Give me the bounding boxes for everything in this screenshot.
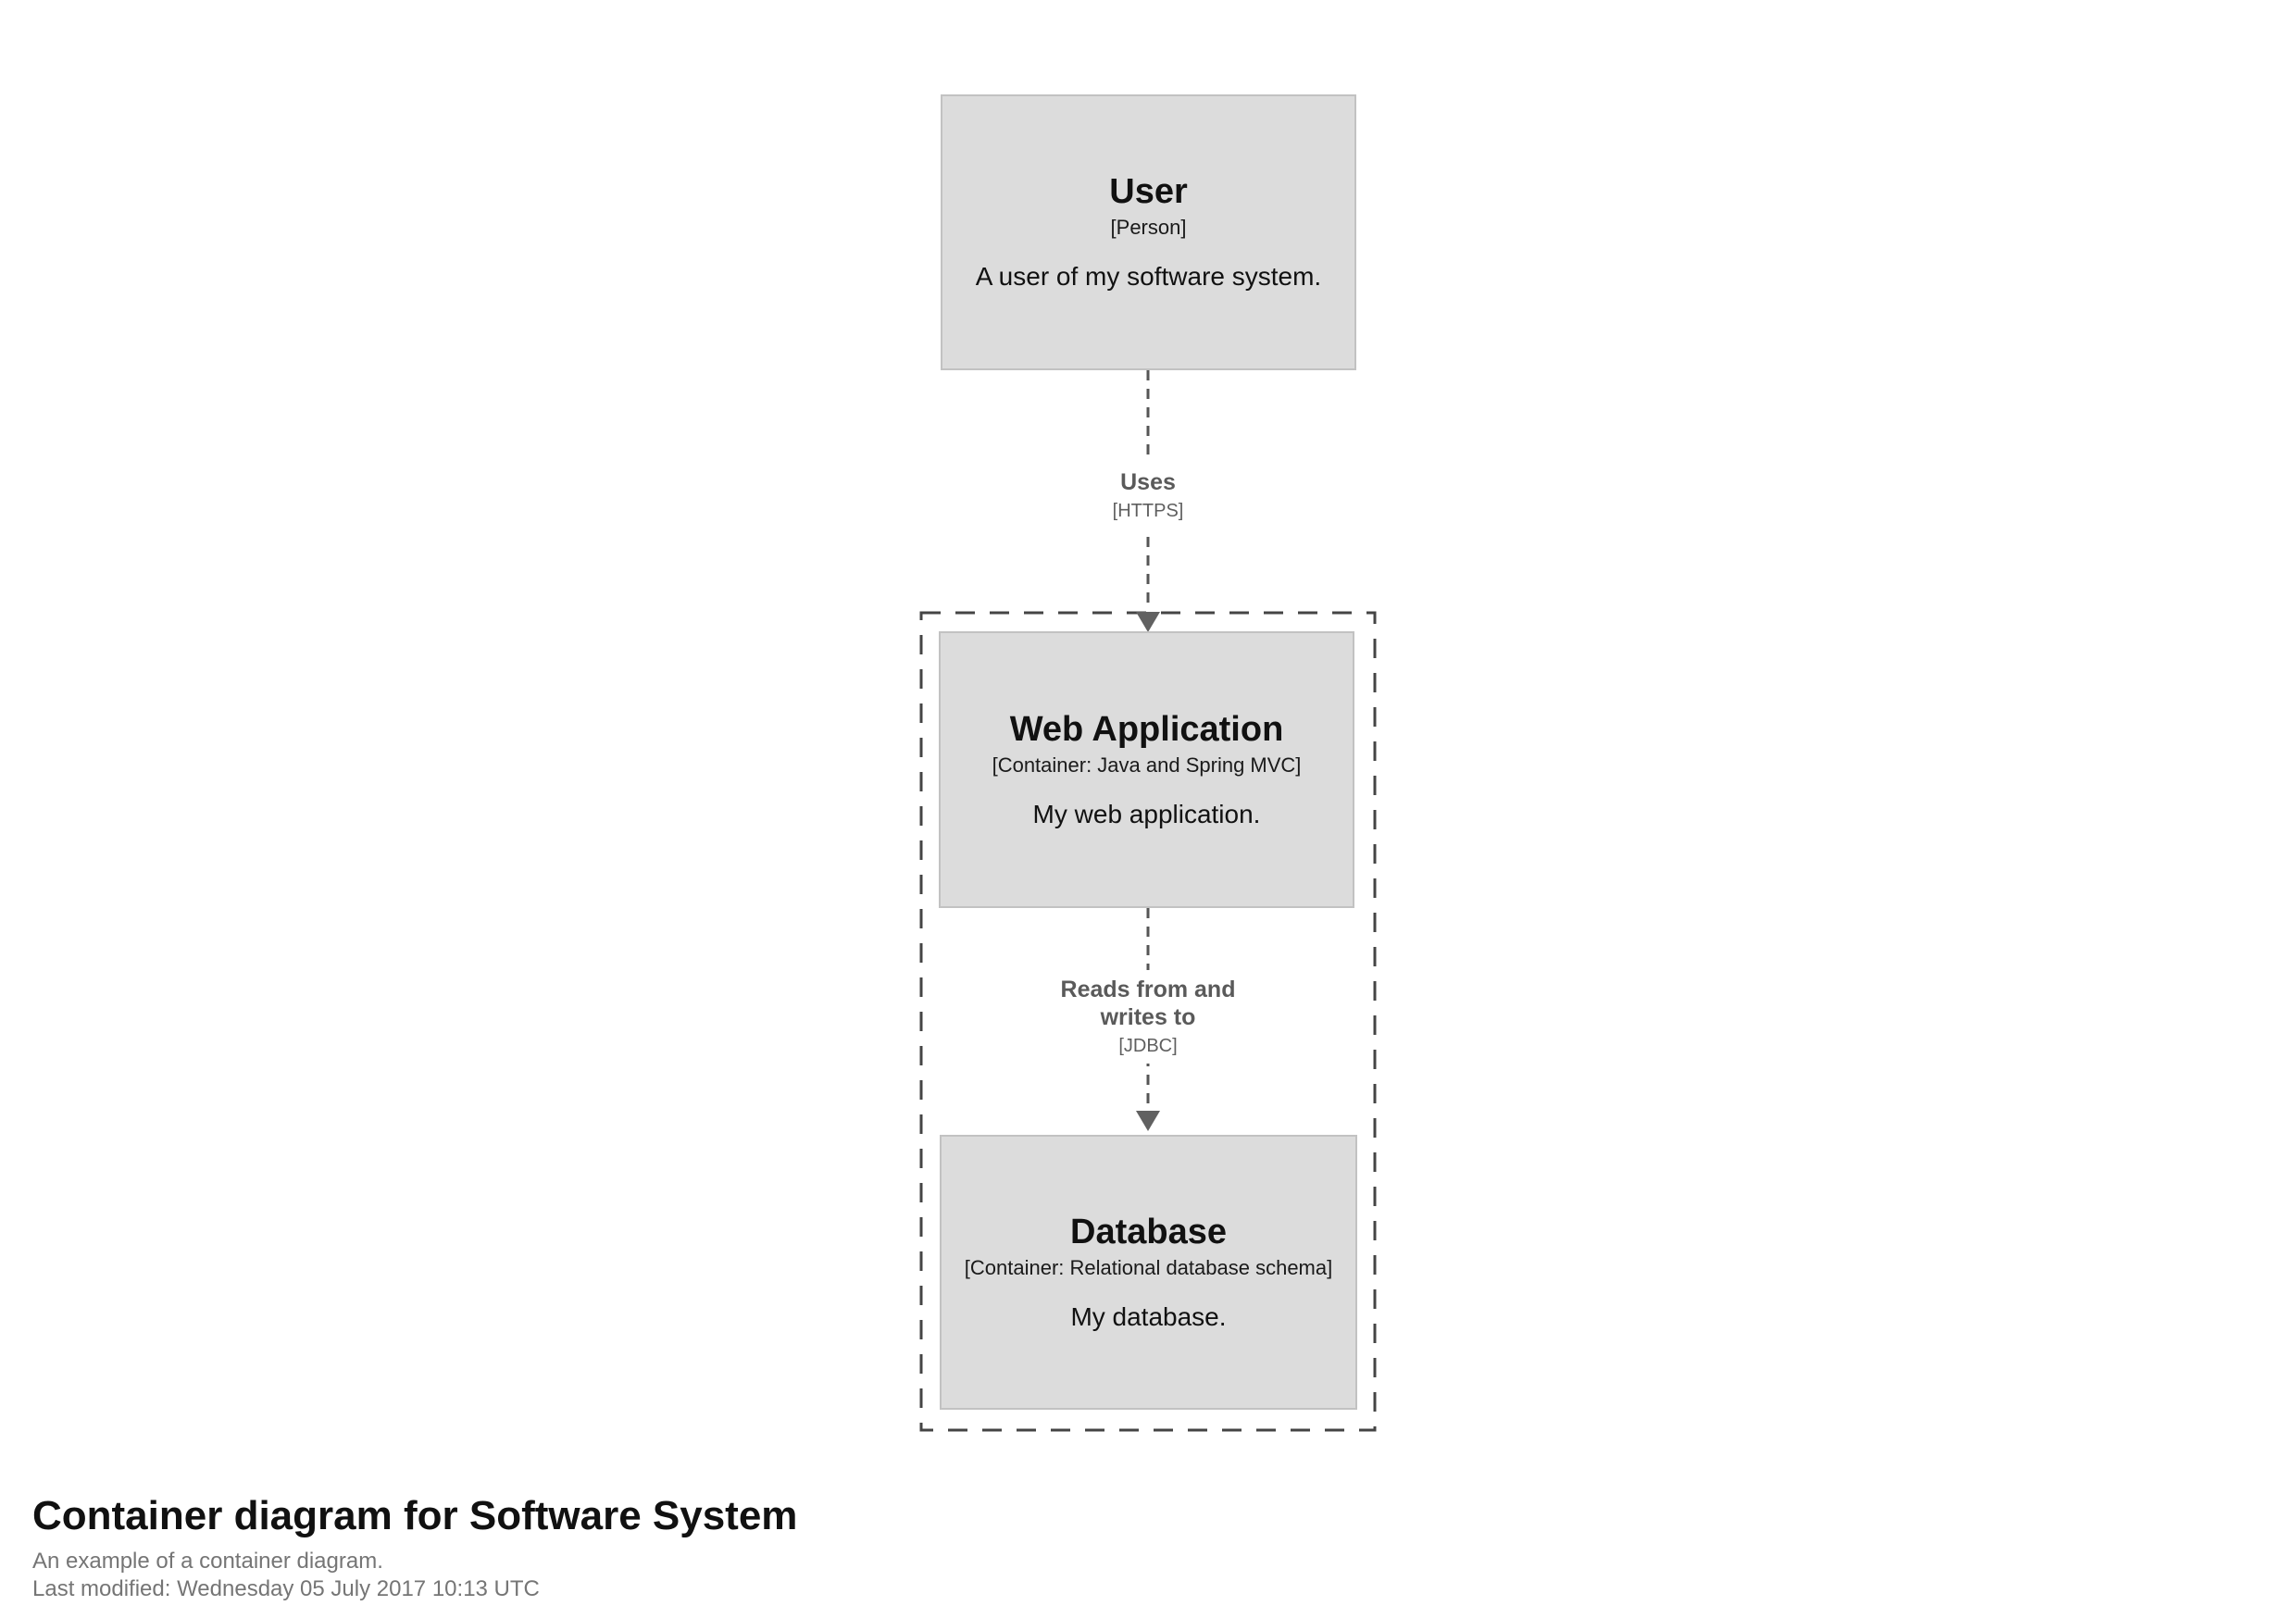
element-description: My database.	[1070, 1301, 1227, 1331]
relationship-label-reads-writes[interactable]: Reads from and writes to [JDBC]	[1038, 970, 1258, 1064]
diagram-footer: Container diagram for Software System An…	[32, 1492, 797, 1603]
software-system-boundary	[919, 611, 1377, 1432]
element-description: A user of my software system.	[975, 262, 1322, 291]
element-name: User	[1109, 172, 1188, 211]
page-title: Container diagram for Software System	[32, 1493, 798, 1538]
reads-writes-arrowhead-icon	[1136, 1111, 1160, 1131]
relationship-name: Uses	[1120, 469, 1176, 495]
relationship-technology: [JDBC]	[1118, 1036, 1178, 1056]
element-metadata: [Container: Java and Spring MVC]	[992, 753, 1302, 777]
relationship-name: Reads from and writes to	[1060, 977, 1236, 1030]
diagram-subtitle: An example of a container diagram.	[32, 1549, 383, 1574]
element-database[interactable]: Database [Container: Relational database…	[940, 1135, 1357, 1410]
element-description: My web application.	[1032, 799, 1261, 828]
element-name: Web Application	[1009, 709, 1284, 749]
element-user[interactable]: User [Person] A user of my software syst…	[941, 94, 1356, 370]
element-metadata: [Container: Relational database schema]	[964, 1255, 1333, 1279]
diagram-last-modified: Last modified: Wednesday 05 July 2017 10…	[32, 1576, 540, 1601]
element-web-application[interactable]: Web Application [Container: Java and Spr…	[939, 631, 1354, 908]
relationship-technology: [HTTPS]	[1112, 501, 1184, 521]
element-metadata: [Person]	[1110, 216, 1187, 239]
relationship-label-uses[interactable]: Uses [HTTPS]	[1099, 463, 1197, 529]
element-name: Database	[1070, 1212, 1227, 1251]
uses-arrowhead-icon	[1136, 612, 1160, 632]
